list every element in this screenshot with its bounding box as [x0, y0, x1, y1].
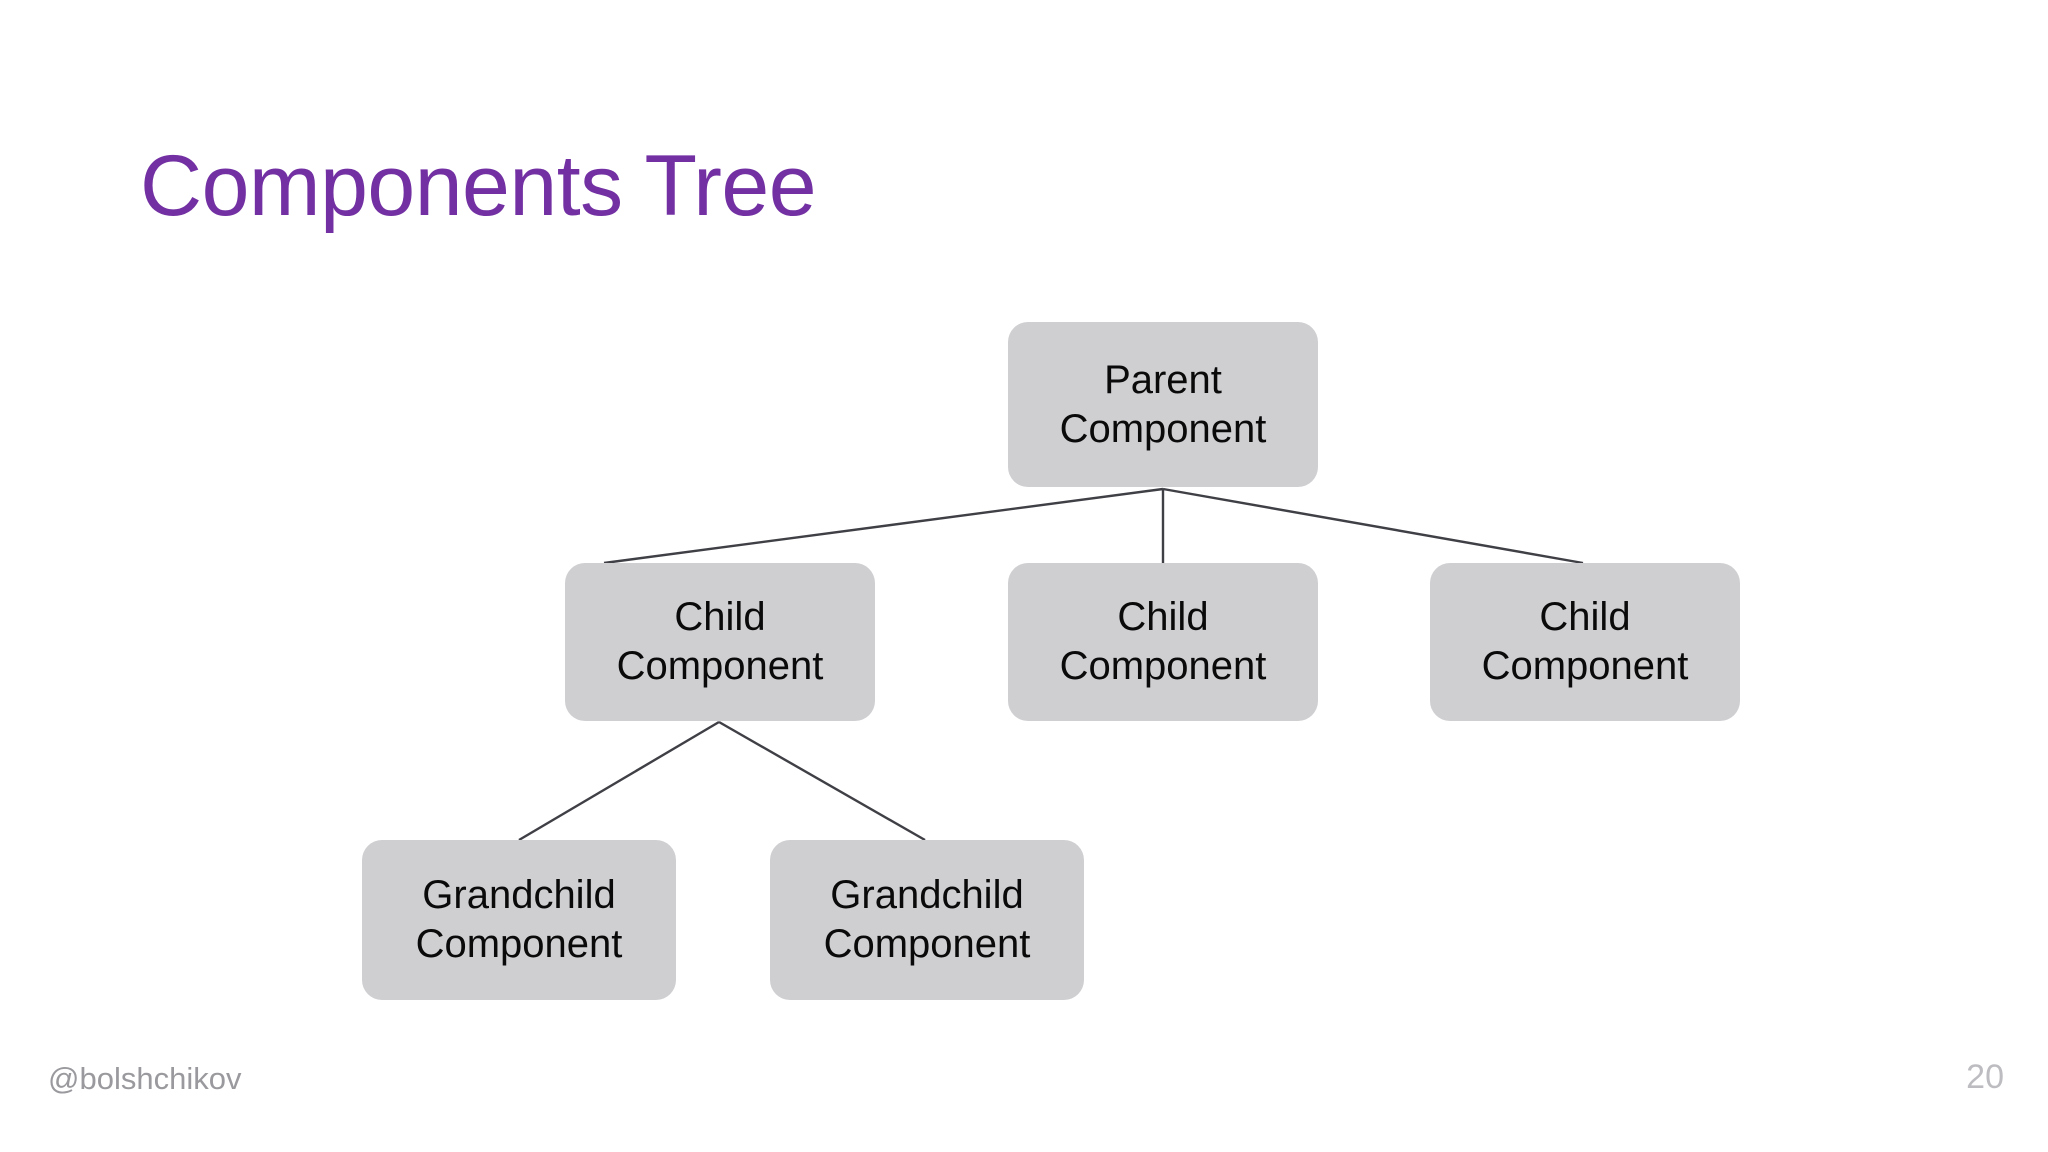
node-child-component-3-label: Child Component: [1481, 595, 1689, 688]
node-child-component-2-label: Child Component: [1059, 595, 1267, 688]
edge-parent-to-child-1: [603, 487, 1164, 565]
page-title: Components Tree: [140, 138, 817, 234]
node-child-component-1-label: Child Component: [616, 595, 824, 688]
node-grandchild-component-2[interactable]: Grandchild Component: [770, 840, 1084, 1000]
node-grandchild-component-2-label: Grandchild Component: [823, 873, 1031, 966]
edge-parent-to-child-3: [1162, 487, 1584, 565]
footer-author-handle: @bolshchikov: [48, 1061, 242, 1096]
footer-page-number: 20: [1966, 1058, 2004, 1096]
node-parent-component[interactable]: Parent Component: [1008, 322, 1318, 487]
node-grandchild-component-1-label: Grandchild Component: [415, 873, 623, 966]
node-child-component-1[interactable]: Child Component: [565, 563, 875, 721]
node-child-component-3[interactable]: Child Component: [1430, 563, 1740, 721]
edge-child-1-to-grandchild-2: [718, 720, 926, 842]
node-child-component-2[interactable]: Child Component: [1008, 563, 1318, 721]
node-grandchild-component-1[interactable]: Grandchild Component: [362, 840, 676, 1000]
edge-child-1-to-grandchild-1: [518, 720, 720, 842]
node-parent-component-label: Parent Component: [1059, 357, 1267, 451]
